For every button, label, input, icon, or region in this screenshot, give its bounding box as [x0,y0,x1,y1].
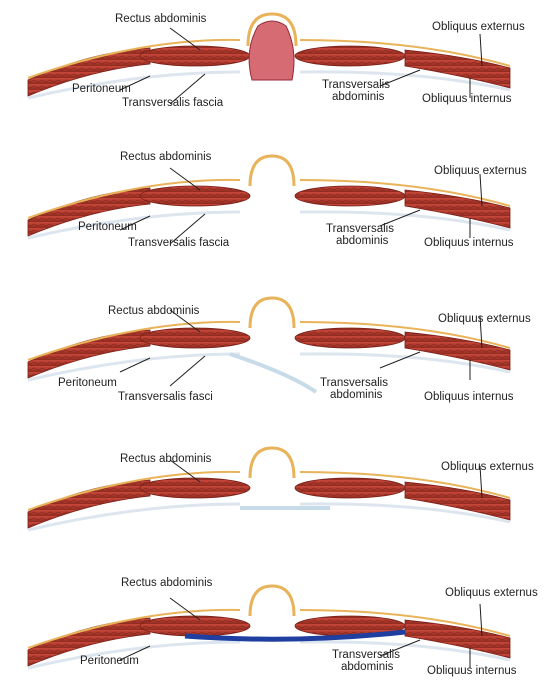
label-transv: Transversalis [332,649,400,661]
label-obl_ext: Obliquus externus [445,587,538,599]
label-rectus: Rectus abdominis [120,453,212,465]
rectus-abdominis-left [140,328,250,348]
label-obl_ext: Obliquus externus [432,21,525,33]
label-peritoneum: Peritoneum [80,655,139,667]
label-transv: Transversalis [320,377,388,389]
right-oblique-muscle [405,190,510,228]
label-rectus: Rectus abdominis [121,577,213,589]
label-transv2: abdominis [336,235,389,247]
label-peritoneum: Peritoneum [78,221,137,233]
label-transv: Transversalis [322,79,390,91]
hernia-sac [250,586,294,616]
hernia-sac [250,156,294,186]
label-obl_ext: Obliquus externus [438,313,531,325]
rectus-abdominis-left [140,616,250,636]
label-obl_int: Obliquus internus [422,93,512,105]
label-transv2: abdominis [341,661,394,673]
label-obl_int: Obliquus internus [424,237,514,249]
label-fascia: Transversalis fasci [118,391,213,403]
label-peritoneum: Peritoneum [58,377,117,389]
label-obl_int: Obliquus internus [427,665,517,677]
rectus-abdominis-right [295,328,405,348]
label-rectus: Rectus abdominis [108,305,200,317]
label-obl_int: Obliquus internus [424,391,514,403]
rectus-abdominis-left [140,478,250,498]
leader-fascia [170,356,205,386]
right-oblique-muscle [405,332,510,370]
rectus-abdominis-left [140,186,250,206]
hernia-sac [250,448,294,478]
protruding-tissue [249,21,294,80]
right-oblique-muscle [405,50,510,88]
hernia-sac [250,298,294,328]
label-rectus: Rectus abdominis [115,13,207,25]
right-oblique-muscle [405,620,510,658]
label-transv2: abdominis [330,389,383,401]
rectus-abdominis-right [295,186,405,206]
rectus-abdominis-right [295,46,405,66]
label-transv2: abdominis [332,91,385,103]
label-rectus: Rectus abdominis [120,151,212,163]
rectus-abdominis-left [140,46,250,66]
label-fascia: Transversalis fascia [122,97,224,109]
label-obl_ext: Obliquus externus [441,461,534,473]
rectus-abdominis-right [295,478,405,498]
right-oblique-muscle [405,482,510,520]
detached-fascia [230,354,316,392]
label-fascia: Transversalis fascia [128,237,230,249]
